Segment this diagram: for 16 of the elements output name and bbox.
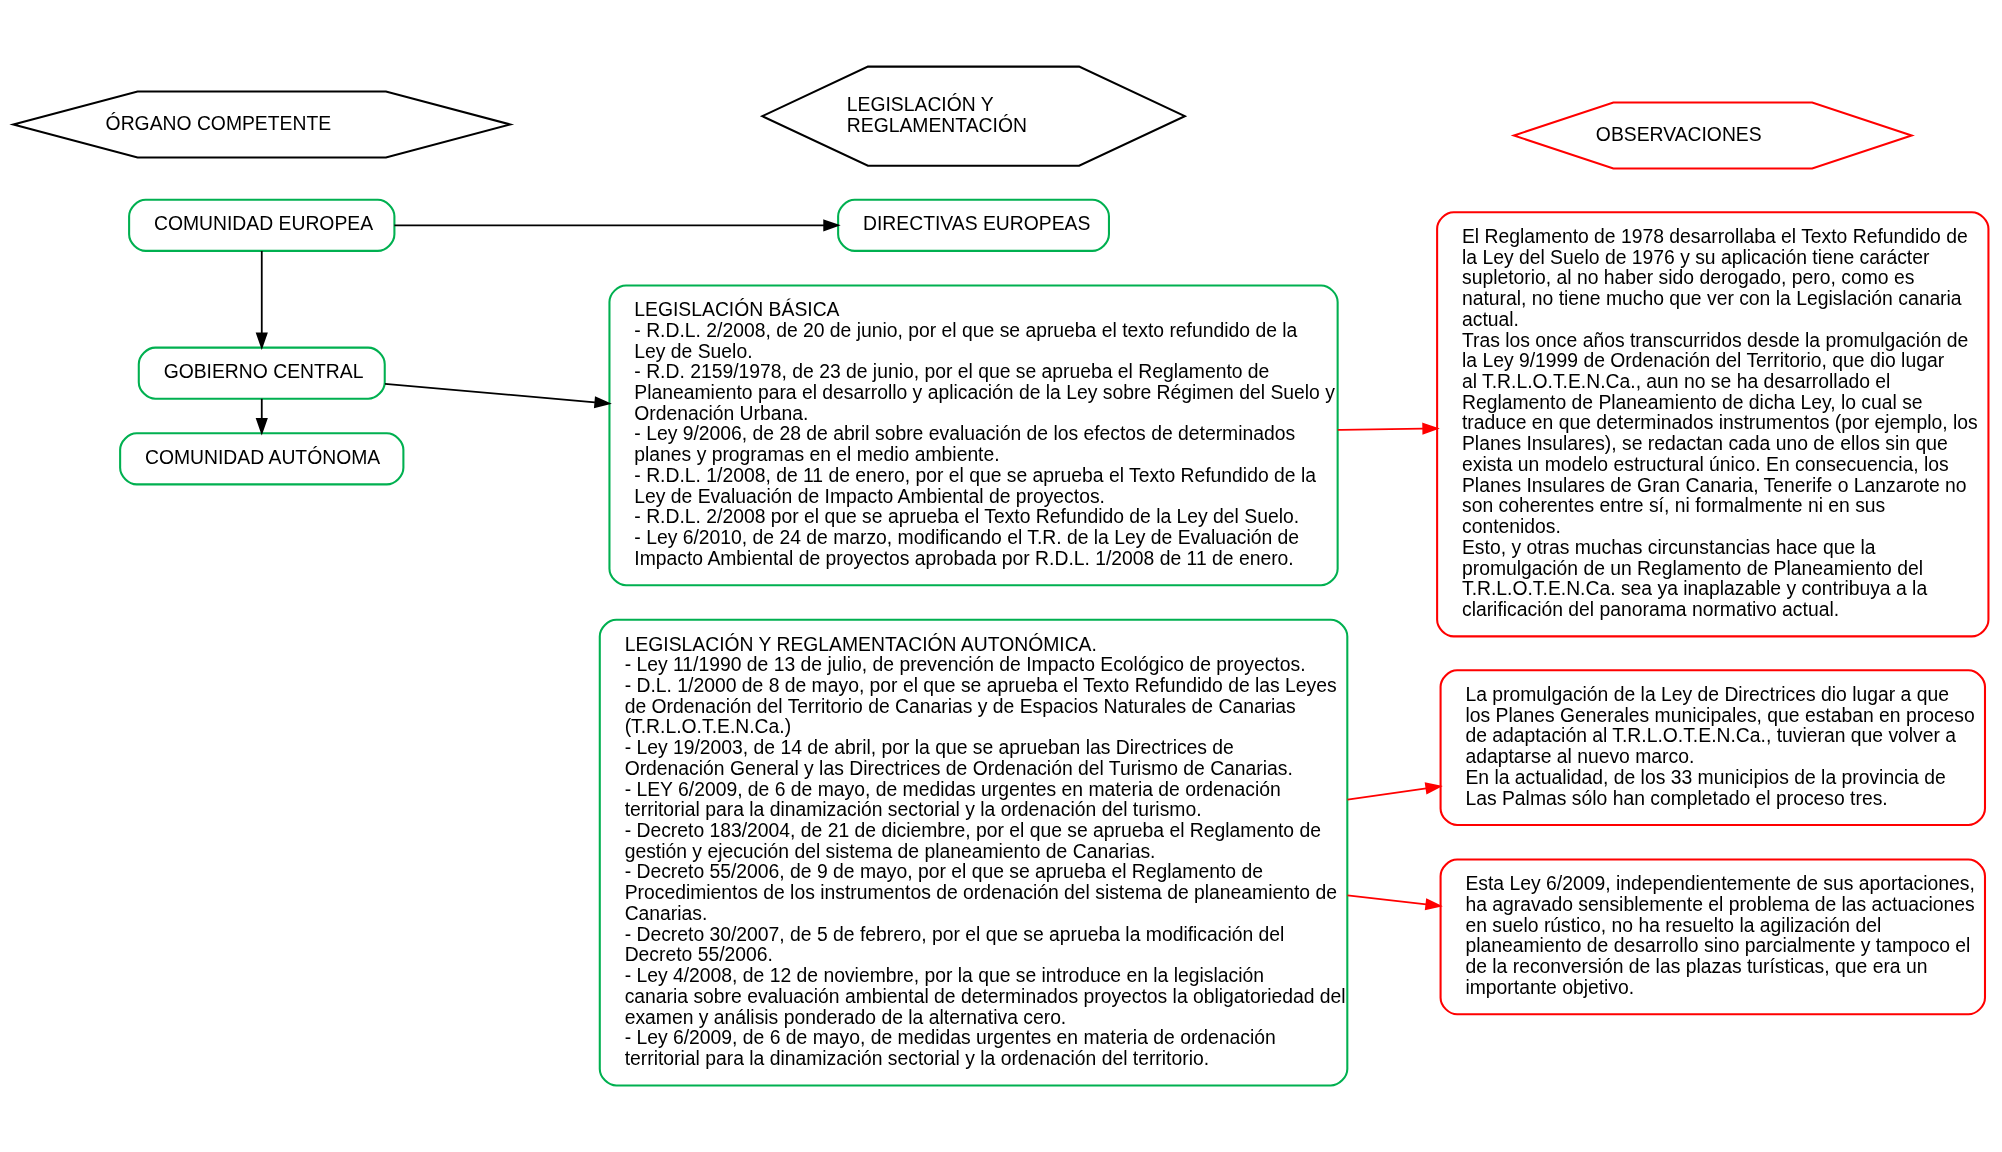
arrow [1336,422,1440,435]
node-box: El Reglamento de 1978 desarrollaba el Texto Refundido de la Ley del Suelo de 1976 y su aplicación tiene carácter supletorio, al no haber sido derogado, pero, como es natural, no tiene mucho que ver con la Legislación canaria actual. Tras los once años transcurridos desde la promulgación de la Ley 9/1999 de Ordenación del Territorio, que dio lugar al T.R.L.O.T.E.N.Ca., aun no se ha desarrollado el Reglamento de Planeamiento de dicha Ley, lo cual se traduce en que determinados instrumentos (por ejemplo, los Planes Insulares), se redactan cada uno de ellos sin que exista un modelo estructural único. En consecuencia, los Planes Insulares de Gran Canaria, Tenerife o Lanzarote no son coherentes entre sí, ni formalmente ni en sus contenidos. Esto, y otras muchas circunstancias hace que la promulgación de un Reglamento de Planeamiento del T.R.L.O.T.E.N.Ca. sea ya inaplazable y contribuya a la clarificación del panorama normativo actual. [1436,211,1990,638]
node-box: LEGISLACIÓN Y REGLAMENTACIÓN AUTONÓMICA. - Ley 11/1990 de 13 de julio, de prevención de Impacto Ecológico de proyectos. - D.L. 1/2000 de 8 de mayo, por el que se aprueba el Texto Refundido de las Leyes de Ordenación del Territorio de Canarias y de Espacios Naturales de Canarias (T.R.L.O.T.E.N.Ca.) - Ley 19/2003, de 14 de abril, por la que se aprueban las Directrices de Ordenación General y las Directrices de Ordenación del Turismo de Canarias. - LEY 6/2009, de 6 de mayo, de medidas urgentes en materia de ordenación territorial para la dinamización sectorial y la ordenación del turismo. - Decreto 183/2004, de 21 de diciembre, por el que se aprueba el Reglamento de gestión y ejecución del sistema de planeamiento de Canarias. - Decreto 55/2006, de 9 de mayo, por el que se aprueba el Reglamento de Procedimientos de los instrumentos de ordenación del sistema de planeamiento de Canarias. - Decreto 30/2007, de 5 de febrero, por el que se aprueba la modificación del Decreto 55/2006. - Ley 4/2008, de 12 de noviembre, por la que se introduce en la legislación canaria sobre evaluación ambiental de determinados proyectos la obligatoriedad del examen y análisis ponderado de la alternativa cero. - Ley 6/2009, de 6 de mayo, de medidas urgentes en materia de ordenación territorial para la dinamización sectorial y la ordenación del territorio. [598,618,1349,1087]
arrow [255,397,268,436]
arrow [1346,894,1443,911]
arrow [255,250,268,350]
node-box: LEGISLACIÓN BÁSICA - R.D.L. 2/2008, de 20 de junio, por el que se aprueba el texto refundido de la Ley de Suelo. - R.D. 2159/1978, de 23 de junio, por el que se aprueba el Reglamento de Planeamiento para el desarrollo y aplicación de la Ley sobre Régimen del Suelo y Ordenación Urbana. - Ley 9/2006, de 28 de abril sobre evaluación de los efectos de determinados planes y programas en el medio ambiente. - R.D.L. 1/2008, de 11 de enero, por el que se aprueba el Texto Refundido de la Ley de Evaluación de Impacto Ambiental de proyectos. - R.D.L. 2/2008 por el que se aprueba el Texto Refundido de la Ley del Suelo. - Ley 6/2010, de 24 de marzo, modificando el T.R. de la Ley de Evaluación de Impacto Ambiental de proyectos aprobada por R.D.L. 1/2008 de 11 de enero. [608,284,1339,587]
node-box: DIRECTIVAS EUROPEAS [837,198,1110,252]
arrow [384,382,612,409]
arrow [1346,782,1443,801]
node-box: La promulgación de la Ley de Directrices dio lugar a que los Planes Generales municipales, que estaban en proceso de adaptación al T.R.L.O.T.E.N.Ca., tuvieran que volver a adaptarse al nuevo marco. En la actualidad, de los 33 municipios de la provincia de Las Palmas sólo han completado el proceso tres. [1439,669,1987,827]
node-box: GOBIERNO CENTRAL [137,346,386,400]
node-box: Esta Ley 6/2009, independientemente de sus aportaciones, ha agravado sensiblemente el problema de las actuaciones en suelo rústico, no ha resuelto la agilización del planeamiento de desarrollo sino parcialmente y tampoco el de la reconversión de las plazas turísticas, que era un importante objetivo. [1439,858,1987,1016]
node-box: COMUNIDAD AUTÓNOMA [119,432,405,486]
node-box: COMUNIDAD EUROPEA [128,198,396,252]
arrow [393,219,841,232]
